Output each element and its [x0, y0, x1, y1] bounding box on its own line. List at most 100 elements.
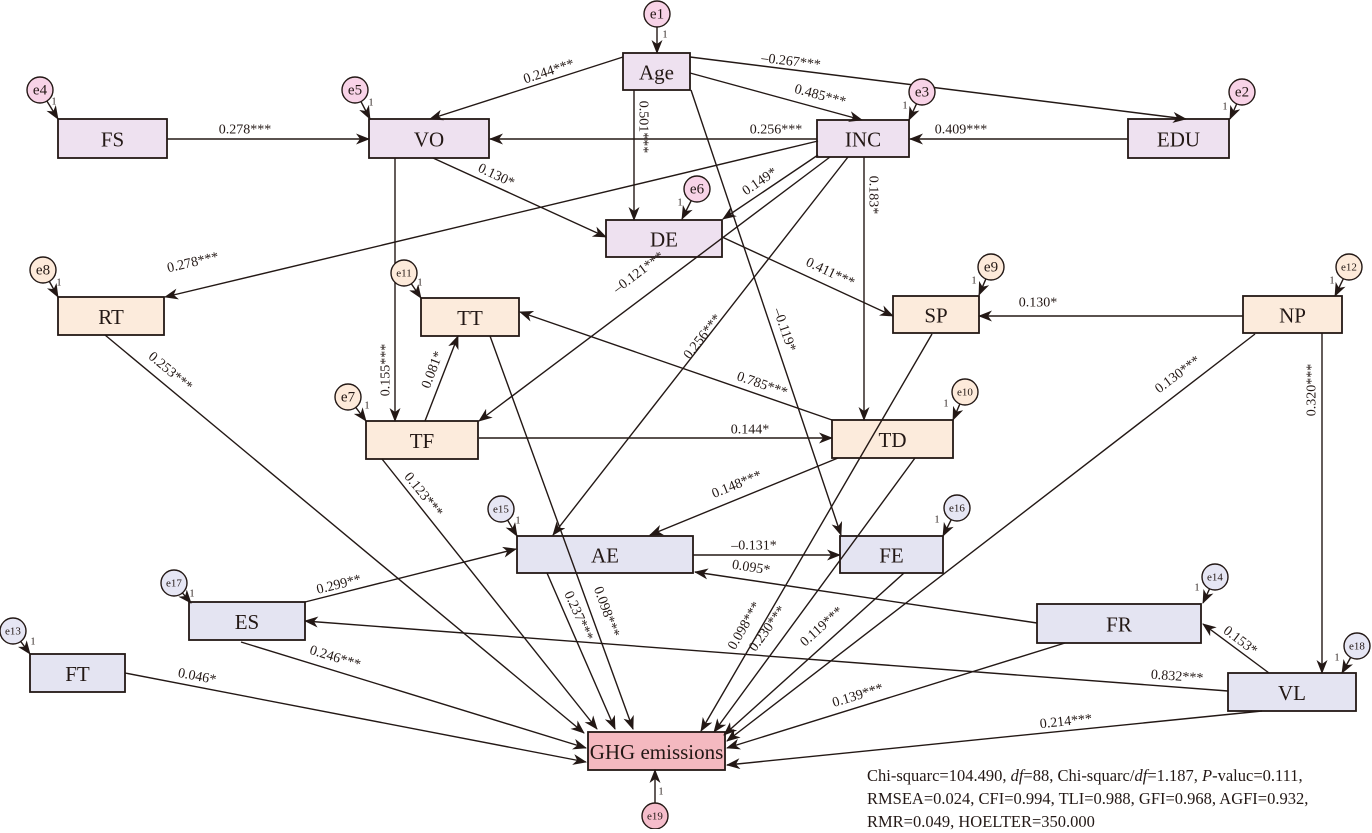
error-label: e6: [690, 182, 705, 198]
path-de-to-sp: [721, 236, 894, 317]
node-box: [1227, 672, 1357, 712]
coef-label-ft-to-ghg: 0.046*: [177, 666, 218, 688]
coef-label-age-to-de: 0.501***: [636, 101, 651, 154]
fit-statistic-symbol: df: [1134, 766, 1148, 785]
error-weight-label: 1: [1223, 102, 1228, 113]
error-weight-label: 1: [1330, 276, 1335, 287]
path-inc-to-ae: [552, 156, 849, 536]
fit-statistic-text: =88, Chi-squarc/: [1023, 766, 1135, 785]
fit-statistic-text: =1.187,: [1147, 766, 1202, 785]
node-vl: VL: [1227, 672, 1357, 712]
error-circle: [390, 259, 418, 287]
error-arrow: [1202, 588, 1214, 604]
coef-label-age-to-fe: –0.119*: [769, 305, 798, 353]
error-circle: [1343, 632, 1371, 660]
coef-label-vl-to-ghg: 0.214***: [1039, 712, 1093, 732]
coef-label-np-to-sp: 0.130*: [1019, 296, 1058, 311]
error-arrow: [908, 103, 920, 121]
node-edu: EDU: [1127, 118, 1230, 159]
error-term-e4: e41: [26, 76, 59, 120]
error-label: e18: [1349, 641, 1365, 653]
error-label: e7: [341, 390, 356, 406]
error-weight-label: 1: [365, 401, 370, 412]
error-term-e19: e19 1: [641, 769, 669, 829]
error-arrow: [681, 200, 693, 220]
node-label: ES: [235, 610, 260, 634]
edge-layer: [104, 56, 1328, 770]
path-tf-to-tt: [424, 335, 459, 422]
node-box: [622, 52, 691, 91]
error-arrow: [978, 278, 990, 296]
node-box: [1242, 295, 1343, 334]
coef-label-rt-to-ghg: 0.253***: [145, 349, 195, 394]
error-circle: [26, 76, 54, 104]
error-term-e1: e11: [643, 0, 671, 54]
error-circle: [977, 253, 1005, 281]
coef-label-age-to-edu: –0.267***: [760, 51, 822, 73]
error-circle: [1201, 563, 1229, 591]
node-label: TF: [410, 429, 435, 453]
coef-label-vo-to-tf: 0.155***: [379, 344, 394, 397]
path-rt-to-ghg: [104, 334, 585, 734]
path-age-to-inc: [689, 72, 863, 122]
error-label: e2: [1235, 85, 1249, 101]
error-weight-label: 1: [663, 30, 668, 41]
fit-statistic-symbol: df: [1010, 766, 1024, 785]
fit-statistics-line: RMSEA=0.024, CFI=0.994, TLI=0.988, GFI=0…: [867, 787, 1308, 810]
error-arrow: [46, 100, 59, 120]
node-label: NP: [1279, 304, 1306, 328]
error-circle: [683, 175, 711, 203]
node-fs: FS: [57, 118, 168, 159]
model-fit-statistics: Chi-squarc=104.490, df=88, Chi-squarc/df…: [867, 764, 1308, 833]
error-weight-label: 1: [659, 787, 664, 798]
error-weight-label: 1: [935, 515, 940, 526]
coef-label-tf-to-td: 0.144*: [731, 423, 770, 438]
error-circle: [1335, 253, 1363, 281]
coef-label-age-to-vo: 0.244***: [522, 57, 577, 87]
error-arrow: [1229, 103, 1241, 120]
path-sp-to-ghg: [700, 333, 933, 732]
node-label: AE: [591, 544, 619, 568]
error-arrow: [46, 281, 59, 298]
path-vl-to-ghg: [726, 710, 1263, 770]
node-tf: TF: [365, 420, 479, 460]
error-weight-label: 1: [1335, 653, 1340, 664]
coef-label-td-to-ae: 0.148***: [710, 468, 764, 502]
node-box: [816, 119, 910, 158]
node-box: [1036, 603, 1202, 644]
error-label: e19: [647, 811, 663, 823]
error-weight-label: 1: [516, 516, 521, 527]
node-label: FR: [1106, 613, 1132, 637]
fit-statistic-text: -valuc=0.111,: [1212, 766, 1303, 785]
fit-statistics-line: RMR=0.049, HOELTER=350.000: [867, 810, 1308, 833]
error-label: e17: [166, 578, 182, 590]
error-weight-label: 1: [31, 637, 36, 648]
error-label: e3: [915, 85, 929, 101]
node-de: DE: [605, 219, 723, 258]
node-box: [831, 419, 954, 459]
fit-statistics-line: Chi-squarc=104.490, df=88, Chi-squarc/df…: [867, 764, 1308, 787]
error-weight-label: 1: [369, 98, 374, 109]
path-inc-to-rt: [164, 140, 819, 300]
error-circle: [951, 378, 979, 406]
error-term-e18: e18 1: [1335, 632, 1371, 674]
node-box: [516, 535, 694, 574]
node-sp: SP: [892, 295, 980, 334]
error-arrow: [505, 519, 518, 537]
error-label: e8: [36, 263, 50, 279]
fit-statistic-text: RMR=0.049, HOELTER=350.000: [867, 812, 1095, 831]
coef-label-inc-to-td: 0.183*: [866, 176, 881, 215]
path-vo-to-de: [432, 157, 607, 238]
node-box: [587, 731, 726, 771]
error-arrow: [409, 283, 422, 299]
error-arrow: [942, 519, 954, 537]
path-age-to-vo: [429, 56, 624, 121]
coef-label-inc-to-vo: 0.256***: [750, 123, 803, 138]
node-box: [839, 535, 944, 574]
error-weight-label: 1: [903, 101, 908, 112]
